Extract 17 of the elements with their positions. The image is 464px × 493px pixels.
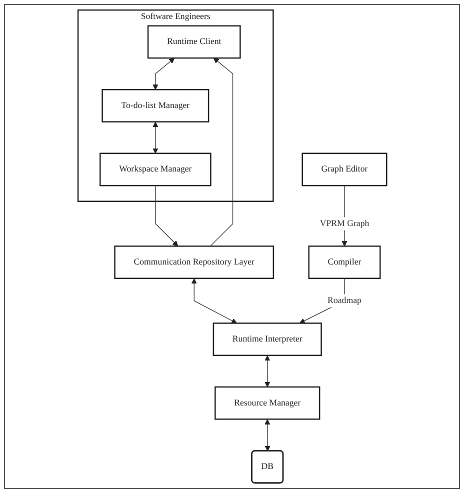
arrow — [152, 122, 158, 154]
edge-label: Roadmap — [327, 296, 362, 306]
edge-label: VPRM Graph — [319, 219, 369, 228]
arrow — [264, 419, 270, 452]
arrow — [154, 185, 178, 246]
arrow — [264, 355, 270, 388]
node-box: To-do-list Manager — [101, 88, 209, 122]
node-box: Runtime Client — [147, 25, 240, 59]
node-box: Graph Editor — [301, 152, 387, 186]
node-box: Compiler — [308, 246, 380, 279]
node-box: Communication Repository Layer — [114, 246, 274, 279]
node-box: Workspace Manager — [99, 152, 211, 186]
node-box: Resource Manager — [214, 386, 320, 420]
arrow — [152, 58, 174, 90]
node-box: Runtime Interpreter — [212, 322, 322, 356]
arrow — [191, 278, 237, 324]
arrow — [210, 58, 233, 246]
